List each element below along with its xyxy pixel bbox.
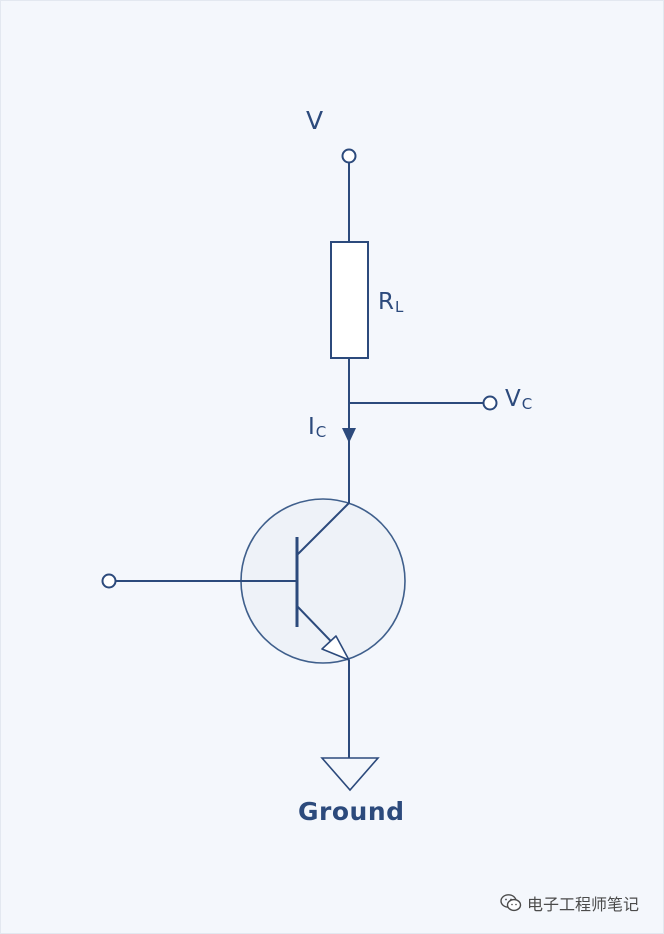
watermark-text: 电子工程师笔记 [527, 895, 640, 914]
supply-voltage-label: V [306, 106, 323, 135]
wechat-icon [500, 894, 522, 912]
collector-voltage-label: VC [505, 386, 533, 413]
base-input-terminal[interactable] [101, 573, 117, 589]
current-arrow-icon [342, 428, 356, 443]
load-resistor-subscript: L [394, 298, 404, 316]
load-resistor-symbol: R [378, 289, 394, 315]
collector-current-subscript: C [315, 423, 327, 441]
load-resistor-label: RL [378, 289, 404, 316]
collector-lead [296, 502, 350, 556]
collector-current-symbol: I [308, 414, 315, 440]
ground-label: Ground [298, 797, 405, 826]
collector-voltage-subscript: C [521, 395, 533, 413]
watermark: 电子工程师笔记 [500, 891, 639, 915]
collector-current-label: IC [308, 414, 327, 441]
supply-voltage-text: V [306, 106, 324, 135]
load-resistor [330, 241, 369, 359]
vc-output-terminal[interactable] [482, 395, 498, 411]
ground-symbol-icon [320, 757, 380, 792]
emitter-arrow-icon [321, 635, 350, 661]
supply-terminal[interactable] [341, 148, 357, 164]
collector-voltage-symbol: V [505, 386, 521, 412]
